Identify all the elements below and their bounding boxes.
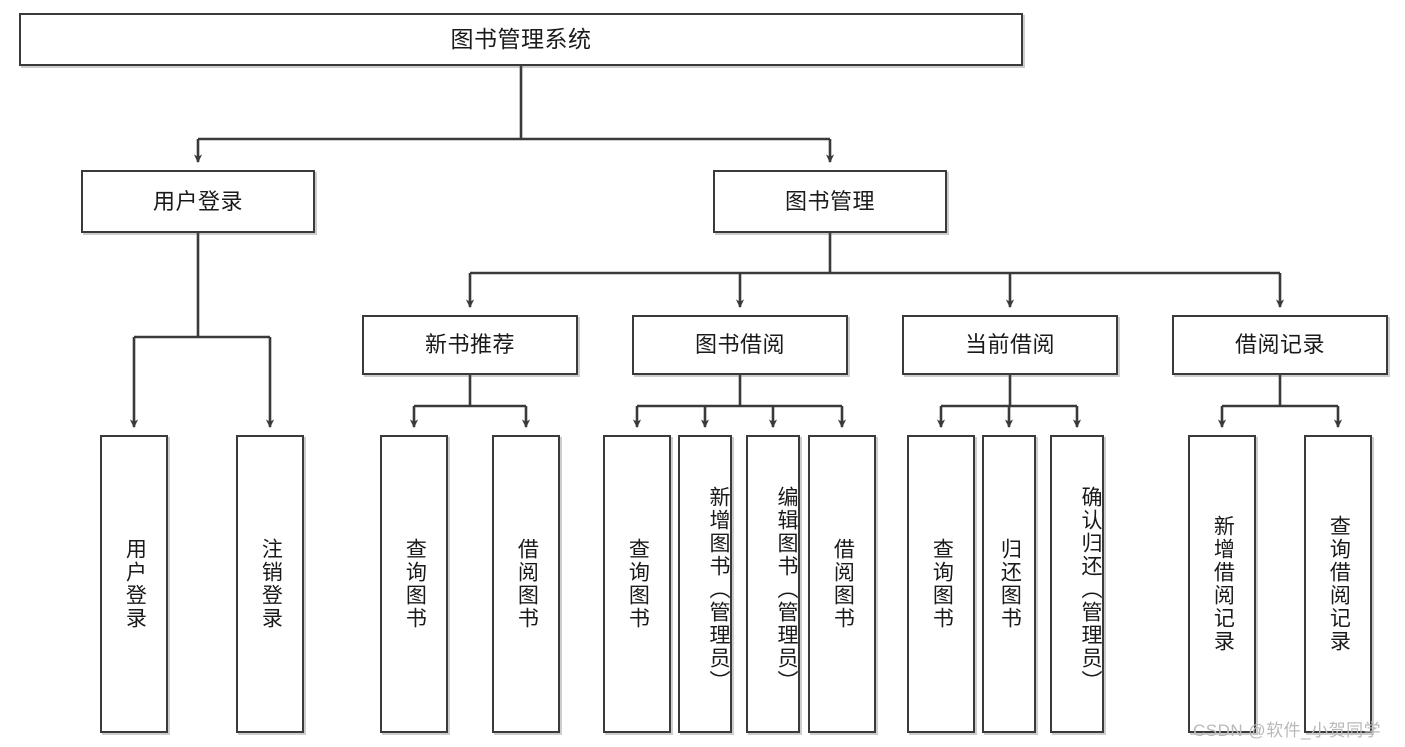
leaf-borrow-book-new-book-rec[interactable]: 借阅图书 [492,435,560,733]
leaf-borrow-book-book-borrow[interactable]: 借阅图书 [808,435,876,733]
leaf-query-book-book-borrow[interactable]: 查询图书 [603,435,671,733]
node-label: 查询图书 [403,538,427,630]
node-book-management[interactable]: 图书管理 [713,170,947,233]
node-label: 新增借阅记录 [1211,515,1235,653]
leaf-query-book-current-borrow[interactable]: 查询图书 [907,435,975,733]
node-label: 借阅图书 [831,538,855,630]
node-label: 注销登录 [259,538,283,630]
node-label: 编辑图书（管理员） [775,485,798,693]
node-label: 图书管理系统 [450,25,592,52]
node-label: 查询图书 [626,538,650,630]
leaf-add-borrow-record[interactable]: 新增借阅记录 [1188,435,1256,733]
node-label: 图书借阅 [694,332,785,358]
leaf-return-book[interactable]: 归还图书 [982,435,1036,733]
leaf-confirm-return-admin[interactable]: 确认归还（管理员） [1050,435,1104,733]
node-root-book-management-system[interactable]: 图书管理系统 [19,13,1023,66]
node-label: 新书推荐 [424,332,515,358]
leaf-query-borrow-record[interactable]: 查询借阅记录 [1304,435,1372,733]
node-label: 借阅图书 [515,538,539,630]
leaf-add-book-admin[interactable]: 新增图书（管理员） [678,435,732,733]
node-label: 借阅记录 [1234,332,1325,358]
leaf-edit-book-admin[interactable]: 编辑图书（管理员） [746,435,800,733]
node-label: 查询图书 [930,538,954,630]
leaf-query-book-new-book-rec[interactable]: 查询图书 [380,435,448,733]
node-label: 图书管理 [784,188,875,214]
node-label: 用户登录 [152,188,243,214]
leaf-logout-login[interactable]: 注销登录 [236,435,304,733]
node-current-borrowing[interactable]: 当前借阅 [902,315,1118,375]
node-label: 确认归还（管理员） [1079,485,1102,693]
node-label: 当前借阅 [964,332,1055,358]
node-new-book-recommendation[interactable]: 新书推荐 [362,315,578,375]
node-label: 归还图书 [998,538,1022,630]
node-label: 用户登录 [123,538,147,630]
node-label: 查询借阅记录 [1327,515,1351,653]
node-book-borrowing[interactable]: 图书借阅 [632,315,848,375]
node-borrowing-record[interactable]: 借阅记录 [1172,315,1388,375]
leaf-user-login[interactable]: 用户登录 [100,435,168,733]
node-user-login[interactable]: 用户登录 [81,170,315,233]
node-label: 新增图书（管理员） [707,485,730,693]
